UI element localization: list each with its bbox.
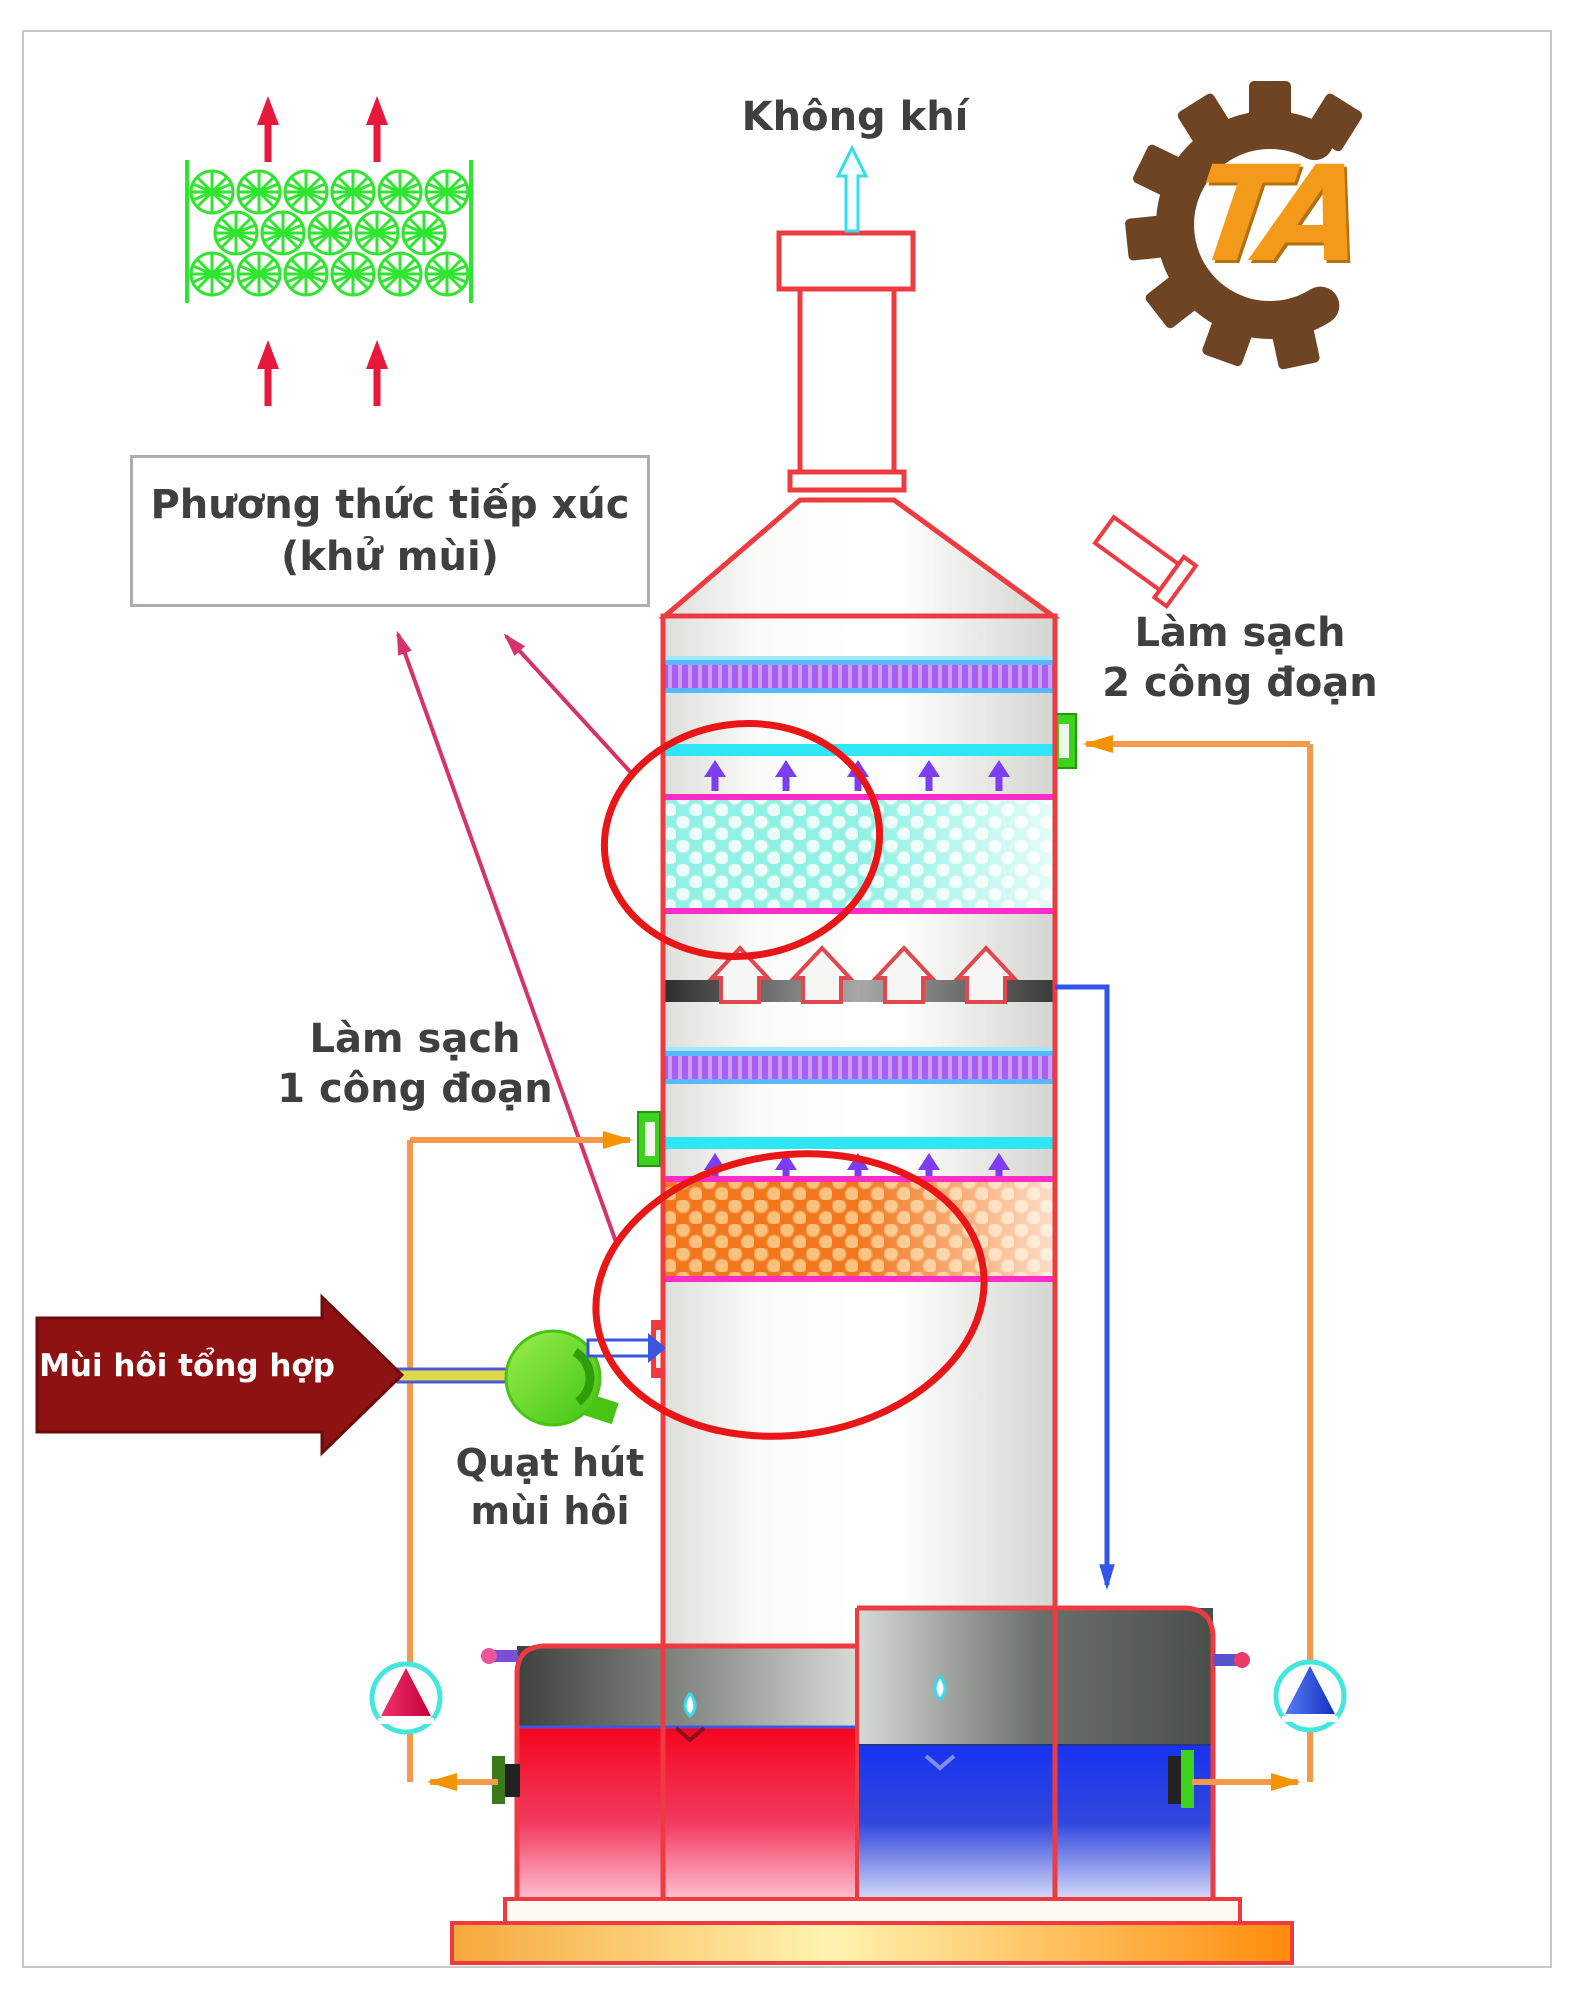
right-tank-stub	[1213, 1652, 1250, 1668]
spray-header-2	[665, 1137, 1053, 1184]
fan-label: Quạt hút mùi hôi	[400, 1440, 700, 1535]
logo-text: TA	[1184, 138, 1364, 292]
level-indicator-red	[674, 1692, 706, 1743]
stage2-line2: 2 công đoạn	[1102, 660, 1378, 706]
odor-inlet-arrow	[35, 1293, 405, 1457]
contact-method-line1: Phương thức tiếp xúc	[150, 482, 630, 528]
scrubber-tower	[637, 230, 1199, 1649]
pointer-lines	[396, 630, 636, 1243]
packing-layer-stage2	[665, 794, 1053, 914]
stage2-pipe	[1083, 735, 1313, 1791]
stage1-line1: Làm sạch	[309, 1016, 521, 1062]
packing-layer-stage1	[665, 1176, 1053, 1282]
demister-layer-1	[665, 656, 1053, 693]
air-outlet-arrow-icon	[835, 144, 869, 233]
bubble-cap-tray	[665, 945, 1053, 1004]
demister-layer-2	[665, 1047, 1053, 1084]
red-tank-outlet-flange	[492, 1756, 520, 1804]
pump-stage2	[1273, 1659, 1347, 1733]
highlight-ellipses	[592, 720, 988, 1440]
contact-method-line2: (khử mùi)	[281, 534, 499, 580]
stage1-line2: 1 công đoạn	[277, 1066, 553, 1112]
pump-stage1	[369, 1661, 443, 1735]
tower-cone	[658, 497, 1061, 619]
fan-label-line1: Quạt hút	[455, 1441, 645, 1485]
level-indicator-blue	[924, 1675, 956, 1771]
drain-pipe	[1055, 984, 1115, 1591]
cone-nozzle	[1092, 514, 1199, 609]
base-slab-lower	[450, 1921, 1294, 1965]
stage1-liquid-flange	[637, 1111, 661, 1167]
logo-gear-icon	[1125, 81, 1363, 370]
spray-header-1	[665, 744, 1053, 791]
stage2-label: Làm sạch 2 công đoạn	[1075, 608, 1405, 708]
odor-input-label: Mùi hôi tổng hợp	[39, 1348, 335, 1384]
air-outlet-label: Không khí	[741, 94, 969, 140]
packing-media-illustration	[185, 160, 473, 303]
stage1-label: Làm sạch 1 công đoạn	[250, 1014, 580, 1114]
base-slab-upper	[503, 1897, 1242, 1925]
page-frame	[22, 30, 1552, 1968]
fan-label-line2: mùi hôi	[470, 1488, 630, 1533]
contact-method-box: Phương thức tiếp xúc (khử mùi)	[130, 455, 650, 607]
chimney	[776, 230, 916, 493]
left-tank-stub	[481, 1648, 518, 1664]
blue-tank-outlet-flange	[1168, 1750, 1194, 1808]
stage2-line1: Làm sạch	[1134, 610, 1346, 656]
sump-tanks	[450, 616, 1294, 1965]
